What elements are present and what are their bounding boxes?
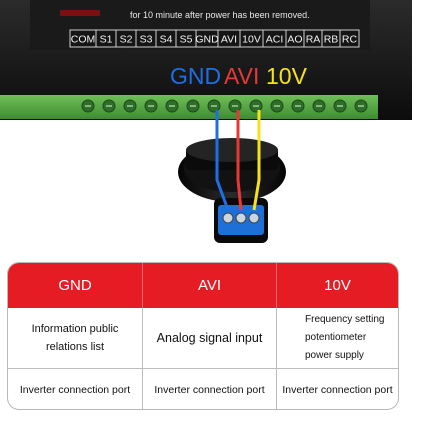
conn-10v: Inverter connection port (276, 369, 398, 409)
wire-label-avi: AVI (224, 63, 259, 89)
conn-avi: Inverter connection port (142, 369, 276, 409)
wire-10v (252, 110, 261, 211)
terminal-label: S2 (120, 34, 133, 46)
warning-text: for 10 minute after power has been remov… (130, 10, 310, 20)
terminal-label: S1 (100, 34, 113, 46)
wire-label-gnd: GND (170, 63, 221, 89)
terminal-label-box (339, 29, 360, 48)
desc-10v-line-2: potentiometer (305, 332, 367, 343)
potentiometer (178, 138, 286, 243)
wiring-photo-illustration: for 10 minute after power has been remov… (0, 0, 412, 243)
terminal-label: S3 (140, 34, 153, 46)
wires (215, 110, 261, 211)
desc-10v-line-1: Frequency setting (305, 314, 385, 325)
desc-avi: Analog signal input (142, 308, 276, 368)
wire-avi (236, 110, 243, 211)
terminal-label: ACI (266, 34, 284, 46)
desc-avi-line-1: Analog signal input (156, 331, 263, 345)
table-connection-row: Inverter connection port Inverter connec… (8, 368, 398, 409)
header-10v: 10V (276, 263, 398, 308)
terminal-label: RA (306, 34, 321, 46)
header-avi: AVI (142, 263, 276, 308)
table-description-row: Information public relations list Analog… (8, 308, 398, 368)
terminal-label: COM (71, 34, 96, 46)
terminal-label: 10V (242, 34, 261, 46)
wire-gnd (215, 110, 230, 211)
terminal-label: RB (324, 34, 339, 46)
desc-gnd: Information public relations list (8, 308, 142, 368)
conn-gnd: Inverter connection port (19, 383, 131, 396)
terminal-label: AVI (221, 34, 237, 46)
terminal-label: S4 (160, 34, 173, 46)
desc-gnd-line-2: relations list (45, 341, 105, 353)
terminal-screws (81, 99, 368, 113)
wire-label-10v: 10V (266, 63, 308, 89)
terminal-label: RC (342, 34, 358, 46)
terminal-label: AO (287, 34, 302, 46)
desc-10v-line-3: power supply (305, 350, 364, 361)
desc-10v: Frequency setting potentiometer power su… (276, 308, 398, 368)
terminal-label: GND (195, 34, 219, 46)
warning-text-red-fragment (60, 10, 100, 16)
desc-gnd-line-1: Information public (31, 323, 119, 335)
terminal-label: S5 (180, 34, 193, 46)
table-header-row: GND AVI 10V (8, 263, 398, 308)
product-photo: for 10 minute after power has been remov… (0, 0, 412, 243)
wiring-table: GND AVI 10V Information public relations… (7, 262, 399, 410)
header-gnd: GND (58, 277, 92, 294)
